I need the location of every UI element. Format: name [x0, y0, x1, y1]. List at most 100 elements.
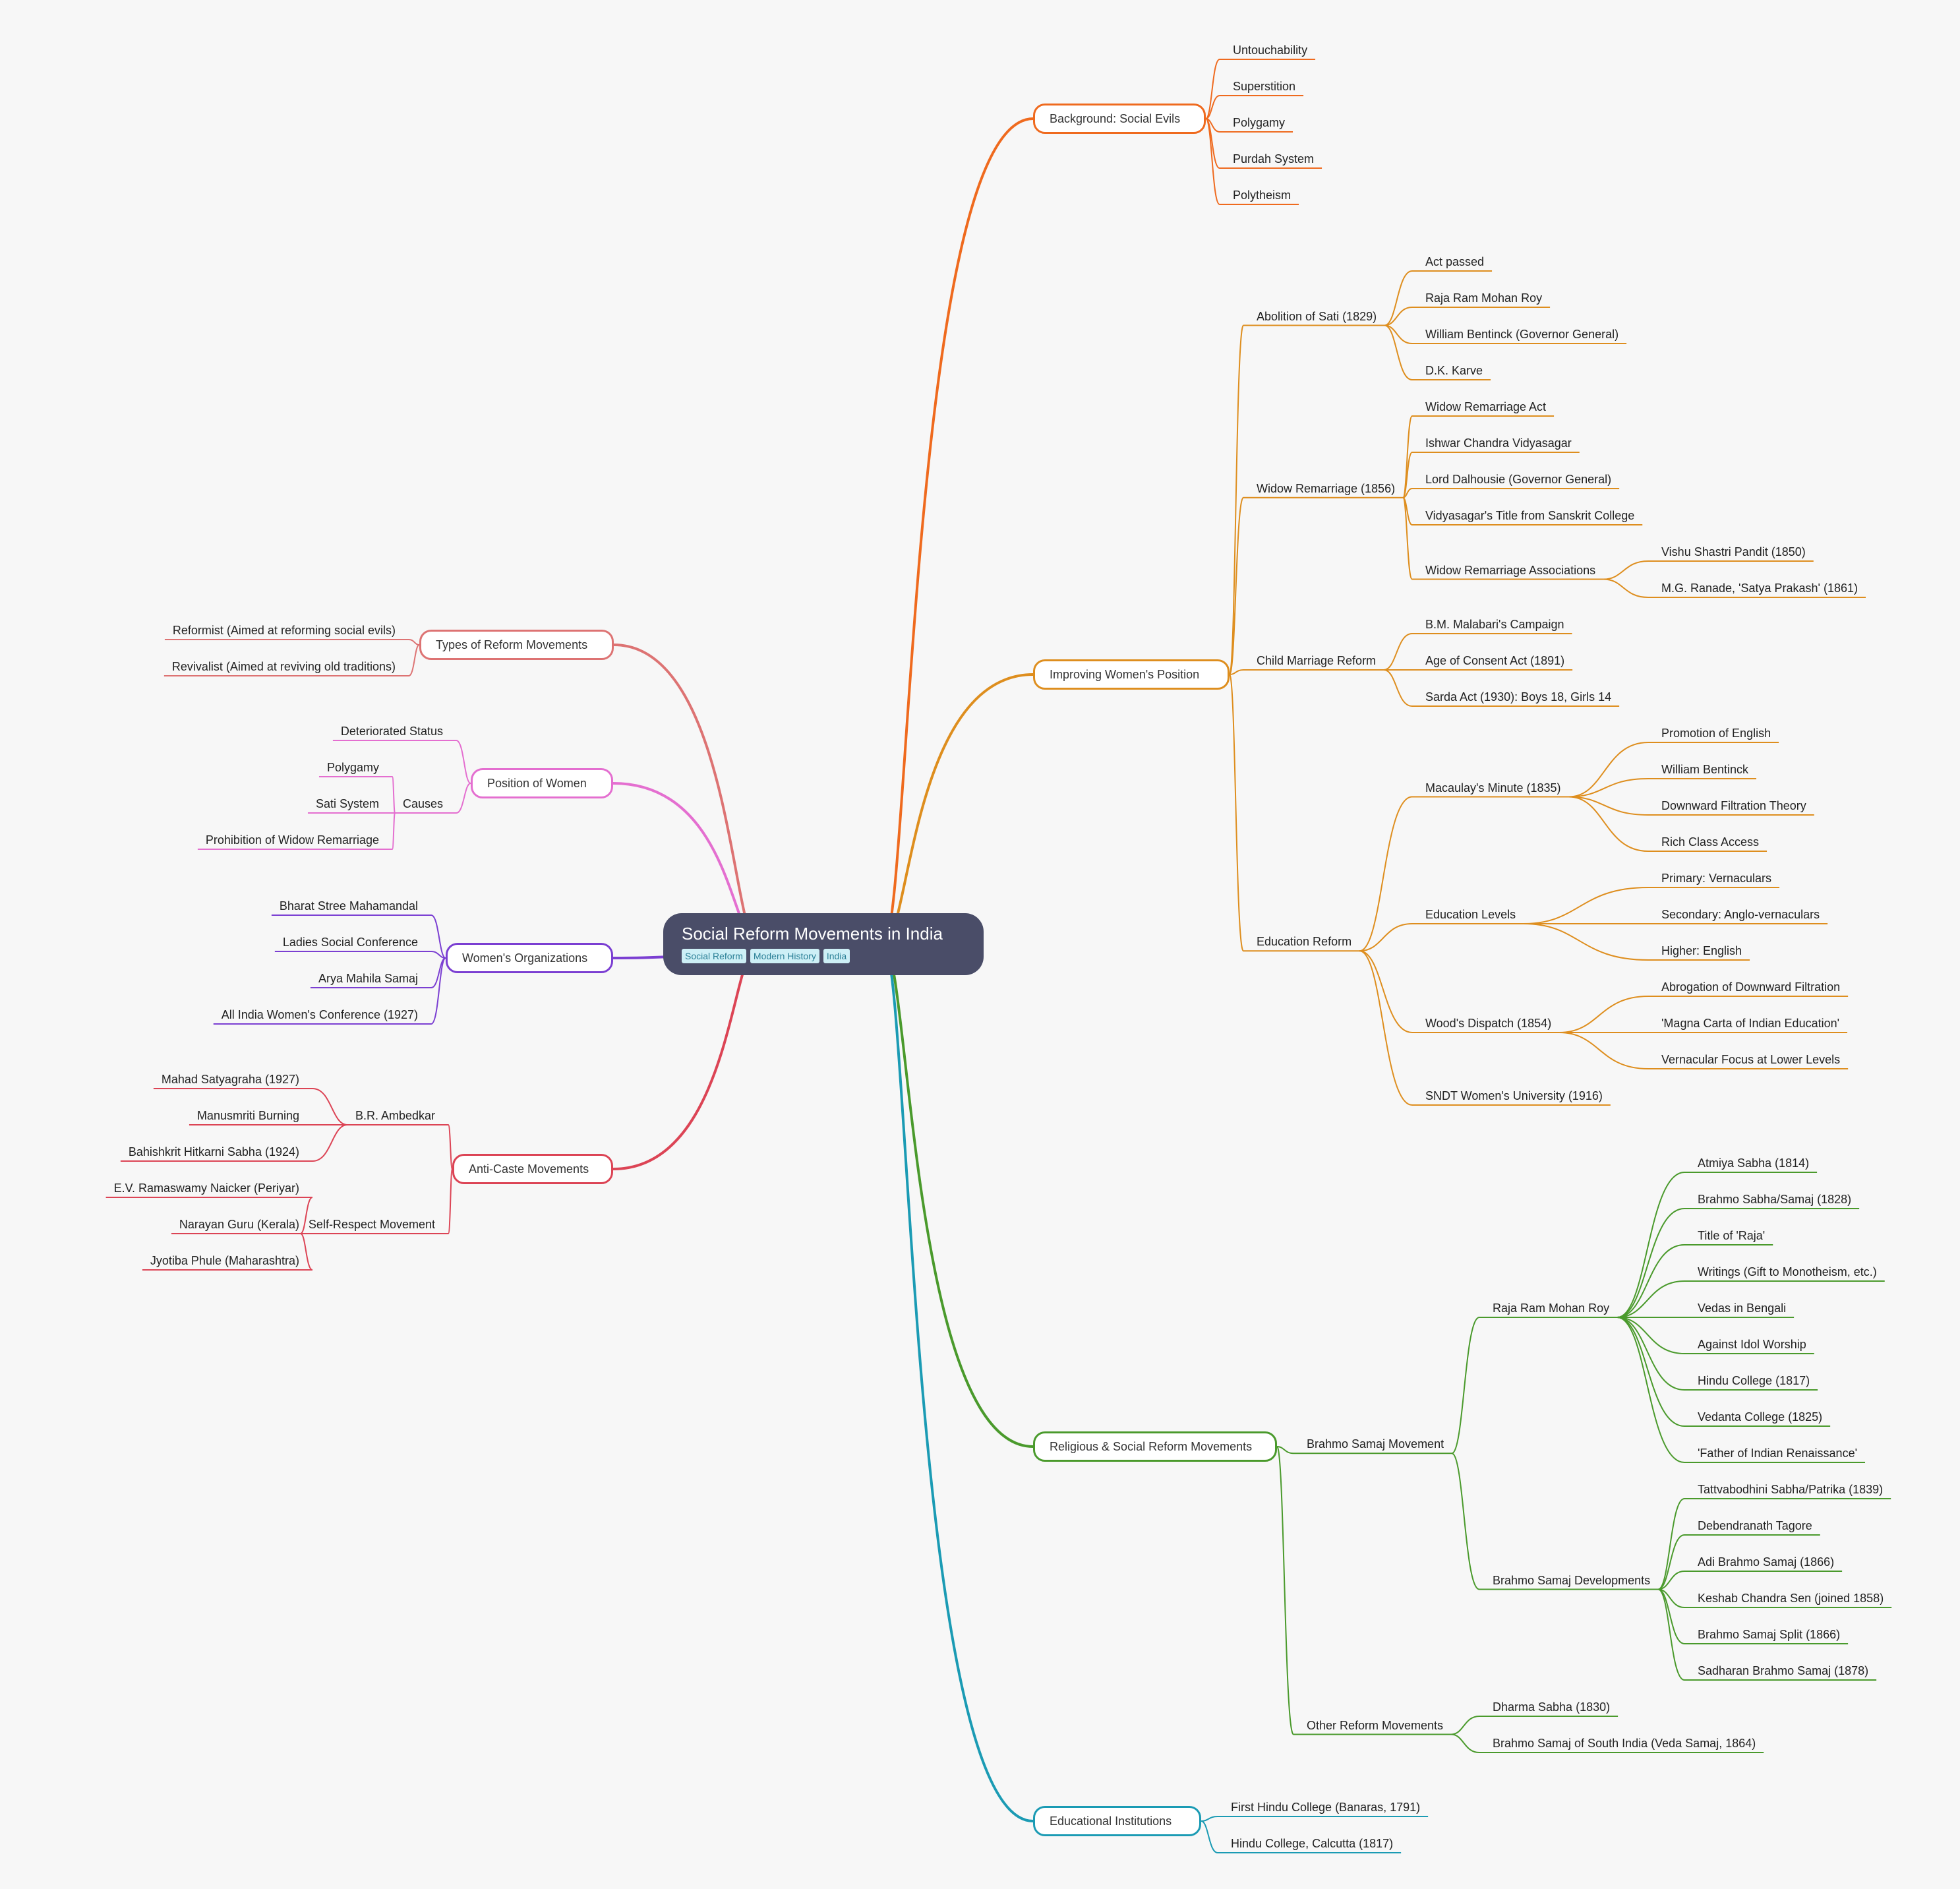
topic-node[interactable]: Ladies Social Conference [282, 936, 418, 949]
topic-node[interactable]: Dharma Sabha (1830) [1493, 1700, 1611, 1714]
topic-node[interactable]: Primary: Vernaculars [1661, 872, 1772, 885]
topic-node[interactable]: Revivalist (Aimed at reviving old tradit… [171, 660, 396, 673]
connector-line [1384, 324, 1413, 380]
tag-social-reform: Social Reform [682, 949, 746, 963]
topic-node[interactable]: Education Reform [1257, 935, 1352, 949]
topic-node[interactable]: Brahmo Samaj Developments [1493, 1573, 1651, 1587]
topic-node[interactable]: Abolition of Sati (1829) [1257, 309, 1377, 323]
topic-node[interactable]: Purdah System [1233, 152, 1315, 165]
topic-node[interactable]: Widow Remarriage Act [1425, 400, 1547, 413]
connector-line [1402, 496, 1413, 580]
topic-node[interactable]: Title of 'Raja' [1698, 1229, 1766, 1242]
topic-node[interactable]: B.M. Malabari's Campaign [1425, 618, 1564, 631]
topic-node[interactable]: Keshab Chandra Sen (joined 1858) [1698, 1592, 1884, 1605]
branch-topic[interactable]: Anti-Caste Movements [452, 1154, 613, 1184]
topic-node[interactable]: Lord Dalhousie (Governor General) [1425, 473, 1612, 486]
topic-node[interactable]: Prohibition of Widow Remarriage [205, 833, 379, 847]
branch-topic[interactable]: Position of Women [471, 768, 613, 798]
topic-node[interactable]: Raja Ram Mohan Roy [1493, 1302, 1610, 1315]
topic-node[interactable]: Sadharan Brahmo Samaj (1878) [1698, 1664, 1869, 1677]
branch-topic[interactable]: Educational Institutions [1033, 1806, 1201, 1836]
topic-node[interactable]: 'Magna Carta of Indian Education' [1661, 1017, 1840, 1030]
topic-node[interactable]: Brahmo Samaj of South India (Veda Samaj,… [1493, 1737, 1756, 1750]
branch-topic[interactable]: Improving Women's Position [1033, 659, 1230, 690]
topic-node[interactable]: B.R. Ambedkar [355, 1109, 435, 1122]
topic-node[interactable]: Deteriorated Status [340, 725, 443, 738]
connector-line [1657, 1571, 1685, 1590]
topic-node[interactable]: Promotion of English [1661, 727, 1771, 740]
connector-line [1276, 1446, 1294, 1735]
topic-node[interactable]: Manusmriti Burning [196, 1109, 299, 1122]
topic-node[interactable]: Causes [402, 797, 443, 810]
topic-node[interactable]: Wood's Dispatch (1854) [1425, 1017, 1552, 1030]
topic-node[interactable]: D.K. Karve [1425, 364, 1483, 377]
topic-node[interactable]: SNDT Women's University (1916) [1425, 1089, 1603, 1102]
topic-node[interactable]: Education Levels [1425, 908, 1516, 921]
topic-node[interactable]: Self-Respect Movement [308, 1218, 435, 1231]
topic-node[interactable]: First Hindu College (Banaras, 1791) [1231, 1801, 1421, 1814]
connector-line [1617, 1317, 1685, 1427]
topic-node[interactable]: Hindu College, Calcutta (1817) [1231, 1837, 1394, 1850]
topic-node[interactable]: Act passed [1425, 255, 1485, 268]
topic-node[interactable]: Vernacular Focus at Lower Levels [1661, 1053, 1841, 1066]
topic-node[interactable]: Superstition [1233, 80, 1296, 93]
topic-node[interactable]: William Bentinck [1661, 763, 1749, 776]
topic-node[interactable]: Brahmo Sabha/Samaj (1828) [1698, 1193, 1852, 1206]
topic-node[interactable]: Secondary: Anglo-vernaculars [1661, 908, 1820, 921]
topic-node[interactable]: Widow Remarriage Associations [1425, 563, 1596, 577]
topic-node[interactable]: Writings (Gift to Monotheism, etc.) [1698, 1265, 1877, 1278]
topic-node[interactable]: Bharat Stree Mahamandal [279, 899, 418, 913]
topic-node[interactable]: Hindu College (1817) [1698, 1374, 1810, 1387]
topic-node[interactable]: Brahmo Samaj Movement [1307, 1437, 1444, 1451]
connector-line [1359, 950, 1413, 1033]
topic-node[interactable]: Vishu Shastri Pandit (1850) [1661, 545, 1806, 558]
topic-node[interactable]: Vidyasagar's Title from Sanskrit College [1425, 509, 1635, 522]
topic-node[interactable]: Abrogation of Downward Filtration [1661, 980, 1841, 994]
topic-node[interactable]: Higher: English [1661, 944, 1742, 957]
branch-topic[interactable]: Women's Organizations [446, 943, 613, 973]
topic-node[interactable]: Vedanta College (1825) [1698, 1410, 1823, 1424]
topic-node[interactable]: Rich Class Access [1661, 835, 1760, 849]
topic-node[interactable]: Child Marriage Reform [1257, 654, 1377, 667]
topic-node[interactable]: All India Women's Conference (1927) [221, 1008, 418, 1021]
topic-node[interactable]: 'Father of Indian Renaissance' [1698, 1447, 1858, 1460]
topic-node[interactable]: Against Idol Worship [1698, 1338, 1806, 1351]
topic-node[interactable]: M.G. Ranade, 'Satya Prakash' (1861) [1661, 582, 1858, 595]
branch-topic[interactable]: Background: Social Evils [1033, 104, 1206, 134]
branch-topic[interactable]: Types of Reform Movements [419, 630, 614, 660]
topic-node[interactable]: Polytheism [1233, 189, 1292, 202]
topic-node[interactable]: Mahad Satyagraha (1927) [161, 1073, 299, 1086]
topic-node[interactable]: Age of Consent Act (1891) [1425, 654, 1565, 667]
connector-line [1384, 270, 1413, 326]
topic-node[interactable]: Macaulay's Minute (1835) [1425, 781, 1561, 795]
topic-node[interactable]: Tattvabodhini Sabha/Patrika (1839) [1698, 1483, 1884, 1496]
topic-node[interactable]: Sarda Act (1930): Boys 18, Girls 14 [1425, 690, 1612, 704]
topic-node[interactable]: Jyotiba Phule (Maharashtra) [150, 1254, 299, 1267]
topic-node[interactable]: Arya Mahila Samaj [318, 972, 418, 985]
topic-node[interactable]: Brahmo Samaj Split (1866) [1698, 1628, 1841, 1641]
topic-node[interactable]: Downward Filtration Theory [1661, 799, 1806, 812]
topic-node[interactable]: Untouchability [1233, 44, 1308, 57]
branch-topic[interactable]: Religious & Social Reform Movements [1033, 1431, 1277, 1462]
topic-node[interactable]: Adi Brahmo Samaj (1866) [1698, 1555, 1835, 1569]
topic-node[interactable]: Sati System [315, 797, 379, 810]
topic-node[interactable]: Polygamy [326, 761, 379, 774]
connector-line [312, 1124, 348, 1162]
connector-line [1359, 796, 1413, 952]
topic-node[interactable]: William Bentinck (Governor General) [1425, 328, 1619, 341]
topic-node[interactable]: Bahishkrit Hitkarni Sabha (1924) [128, 1145, 299, 1158]
topic-node[interactable]: Narayan Guru (Kerala) [179, 1218, 299, 1231]
topic-node[interactable]: Atmiya Sabha (1814) [1698, 1156, 1810, 1170]
topic-node[interactable]: Other Reform Movements [1307, 1718, 1444, 1732]
topic-node[interactable]: E.V. Ramaswamy Naicker (Periyar) [113, 1182, 299, 1195]
topic-node[interactable]: Reformist (Aimed at reforming social evi… [172, 624, 396, 637]
topic-node[interactable]: Ishwar Chandra Vidyasagar [1425, 436, 1572, 450]
topic-node[interactable]: Raja Ram Mohan Roy [1425, 291, 1543, 305]
topic-node[interactable]: Widow Remarriage (1856) [1257, 481, 1396, 495]
topic-node[interactable]: Vedas in Bengali [1698, 1302, 1787, 1315]
connector-line [1524, 887, 1649, 924]
root-topic[interactable]: Social Reform Movements in India Social … [663, 913, 984, 975]
topic-node[interactable]: Debendranath Tagore [1698, 1519, 1812, 1532]
topic-node[interactable]: Polygamy [1233, 116, 1286, 129]
